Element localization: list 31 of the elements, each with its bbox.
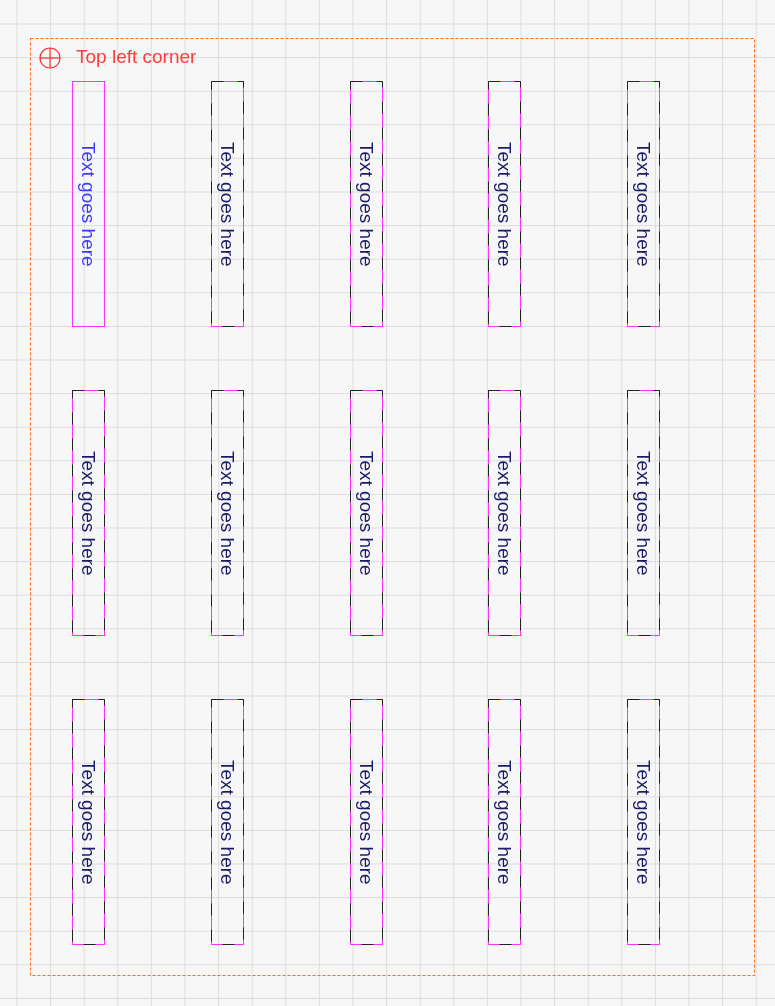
engraving-strip [627, 390, 660, 636]
strip-text: Text goes here [79, 450, 98, 576]
engraving-strip [488, 699, 521, 945]
strip-text: Text goes here [79, 759, 98, 885]
engraving-strip [627, 699, 660, 945]
strip-text: Text goes here [357, 450, 376, 576]
engraving-strip [72, 390, 105, 636]
engraving-strip [488, 390, 521, 636]
engraving-strip [72, 81, 105, 327]
strip-text: Text goes here [495, 141, 514, 267]
strip-text: Text goes here [495, 759, 514, 885]
engraving-strip [350, 81, 383, 327]
strip-text: Text goes here [495, 450, 514, 576]
engraving-strip [627, 81, 660, 327]
strip-text: Text goes here [634, 141, 653, 267]
engraving-strip [211, 81, 244, 327]
strip-text: Text goes here [218, 141, 237, 267]
strip-text: Text goes here [634, 759, 653, 885]
strip-text: Text goes here [634, 450, 653, 576]
engraving-strip [488, 81, 521, 327]
engraving-strip [72, 699, 105, 945]
strip-text: Text goes here [357, 759, 376, 885]
strip-text: Text goes here [79, 141, 98, 267]
strip-text: Text goes here [218, 450, 237, 576]
engraving-strip [211, 699, 244, 945]
engraving-strip [350, 390, 383, 636]
engraving-strip [211, 390, 244, 636]
strip-text: Text goes here [357, 141, 376, 267]
engraving-strip [350, 699, 383, 945]
corner-label: Top left corner [76, 46, 197, 68]
strip-text: Text goes here [218, 759, 237, 885]
